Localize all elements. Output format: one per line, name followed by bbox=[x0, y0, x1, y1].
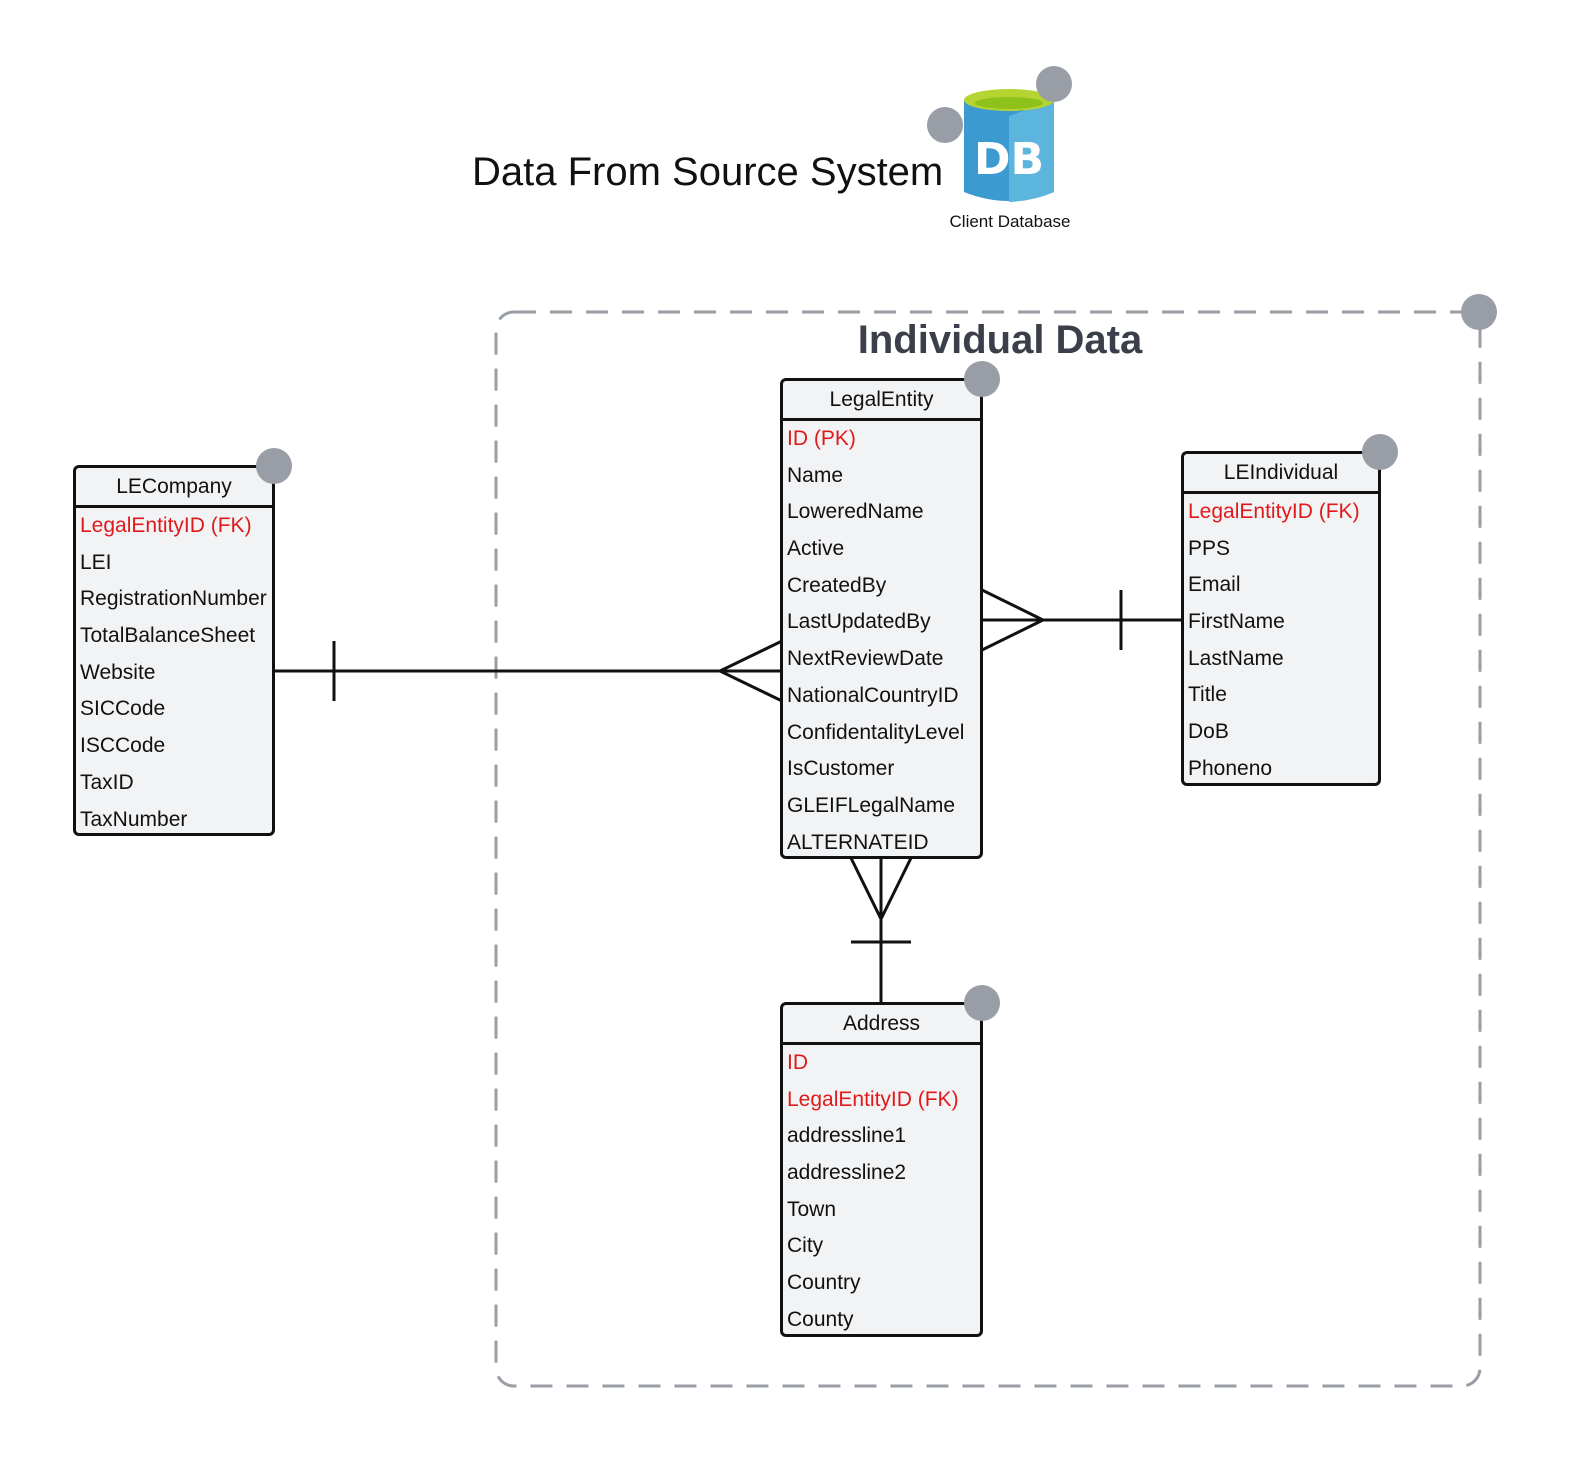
entity-field: ConfidentalityLevel bbox=[787, 720, 965, 744]
connection-handle[interactable] bbox=[964, 361, 1000, 397]
entity-field: PPS bbox=[1188, 536, 1231, 560]
group-title: Individual Data bbox=[857, 318, 1143, 362]
connection-handle[interactable] bbox=[1461, 294, 1497, 330]
many-marker bbox=[716, 639, 783, 703]
entity-field: County bbox=[787, 1307, 854, 1331]
connection-handle[interactable] bbox=[256, 448, 292, 484]
entity-field: FirstName bbox=[1188, 610, 1285, 634]
entity-field: ISCCode bbox=[80, 734, 166, 758]
database-label: Client Database bbox=[949, 212, 1071, 231]
entity-header: Address bbox=[783, 1005, 980, 1045]
entity-header: LEIndividual bbox=[1184, 454, 1378, 494]
group-container-border bbox=[494, 310, 1482, 1388]
entity-field: City bbox=[787, 1234, 824, 1258]
entity-field: ALTERNATEID bbox=[787, 830, 929, 854]
entity-field: DoB bbox=[1188, 720, 1229, 744]
database-icon: DB bbox=[964, 89, 1054, 202]
entity-field: LEI bbox=[80, 550, 112, 574]
connection-handle[interactable] bbox=[927, 107, 963, 143]
entity-field: LoweredName bbox=[787, 500, 924, 524]
entity-field: TaxNumber bbox=[80, 807, 188, 831]
entity-field: Name bbox=[787, 463, 844, 487]
entity-field: CreatedBy bbox=[787, 573, 887, 597]
connection-handle[interactable] bbox=[1036, 66, 1072, 102]
many-marker bbox=[981, 588, 1047, 652]
entity-field: LastUpdatedBy bbox=[787, 610, 931, 634]
entity-field: IsCustomer bbox=[787, 757, 895, 781]
entity-field: Website bbox=[80, 660, 156, 684]
entity-field: TaxID bbox=[80, 770, 134, 794]
entity-field: NextReviewDate bbox=[787, 647, 944, 671]
key-field: LegalEntityID (FK) bbox=[1188, 500, 1360, 523]
db-icon-text: DB bbox=[974, 134, 1044, 185]
entity-field: Town bbox=[787, 1197, 837, 1221]
entity-field: RegistrationNumber bbox=[80, 587, 267, 611]
key-field: LegalEntityID (FK) bbox=[80, 514, 252, 537]
connection-handle[interactable] bbox=[1362, 434, 1398, 470]
entity-field: NationalCountryID bbox=[787, 683, 959, 707]
entity-field: Phoneno bbox=[1188, 756, 1273, 780]
entity-field: SICCode bbox=[80, 697, 166, 721]
entity-field: Country bbox=[787, 1271, 861, 1295]
entity-field: LastName bbox=[1188, 646, 1284, 670]
many-marker bbox=[849, 857, 913, 923]
entity-header: LECompany bbox=[76, 468, 272, 508]
entity-header: LegalEntity bbox=[783, 381, 980, 421]
entity-field: TotalBalanceSheet bbox=[80, 624, 256, 648]
connection-handle[interactable] bbox=[964, 985, 1000, 1021]
entity-field: addressline1 bbox=[787, 1124, 907, 1148]
entity-field: GLEIFLegalName bbox=[787, 793, 956, 817]
diagram-title: Data From Source System bbox=[472, 150, 944, 194]
key-field: ID bbox=[787, 1051, 808, 1074]
entity-field: addressline2 bbox=[787, 1161, 907, 1185]
entity-field: Active bbox=[787, 537, 845, 561]
key-field: ID (PK) bbox=[787, 427, 856, 450]
entity-field: Email bbox=[1188, 573, 1241, 597]
entity-field: Title bbox=[1188, 683, 1227, 707]
key-field: LegalEntityID (FK) bbox=[787, 1087, 959, 1111]
